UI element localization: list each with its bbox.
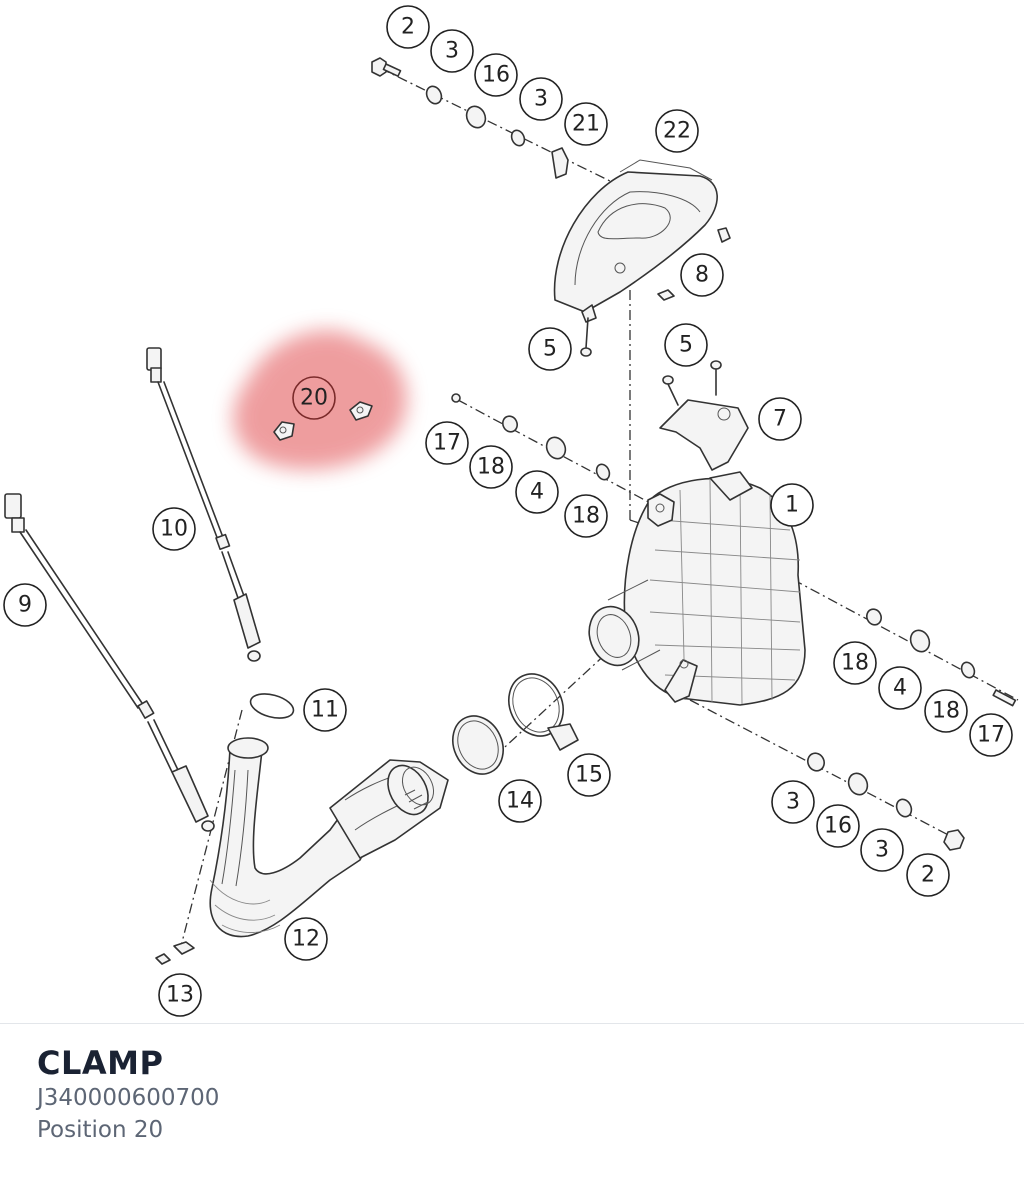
callout-label: 3 (875, 838, 889, 863)
exhaust-pipe-12 (209, 737, 449, 938)
callout-label: 8 (695, 263, 709, 288)
callout-label: 5 (679, 333, 693, 358)
lambda-sensor-9 (4, 493, 215, 832)
callout-label: 7 (773, 407, 787, 432)
callout-label: 4 (530, 480, 544, 505)
screw-5-left (580, 317, 592, 357)
top-bolt-set (371, 57, 569, 179)
callout-22: 22 (655, 109, 699, 153)
callout-18: 18 (469, 445, 513, 489)
part-number: J340000600700 (37, 1085, 220, 1111)
clip-8-lower (657, 289, 675, 301)
callout-14: 14 (498, 779, 542, 823)
callout-label: 17 (433, 431, 461, 456)
callout-label: 2 (921, 863, 935, 888)
callout-20: 20 (292, 376, 336, 420)
clip-8-upper (717, 227, 731, 243)
callout-2: 2 (386, 5, 430, 49)
callout-label: 18 (841, 651, 869, 676)
callout-label: 16 (824, 814, 852, 839)
lower-right-bolt-set (807, 752, 965, 851)
bracket-7 (659, 399, 749, 471)
callout-label: 5 (543, 337, 557, 362)
callout-5: 5 (664, 323, 708, 367)
callout-label: 1 (785, 493, 799, 518)
callout-label: 17 (977, 723, 1005, 748)
callout-11: 11 (303, 688, 347, 732)
callout-label: 4 (893, 676, 907, 701)
clip-20-right (349, 401, 373, 421)
callout-label: 2 (401, 15, 415, 40)
sleeve-14 (452, 715, 504, 775)
divider (0, 1023, 1024, 1024)
callout-label: 12 (292, 927, 320, 952)
clip-13-left (155, 953, 171, 965)
part-position: Position 20 (37, 1117, 164, 1143)
callout-label: 3 (445, 39, 459, 64)
screw-5-right (662, 360, 722, 406)
callout-8: 8 (680, 253, 724, 297)
callout-3: 3 (771, 780, 815, 824)
callout-4: 4 (515, 470, 559, 514)
callout-18: 18 (833, 641, 877, 685)
heat-shield (553, 159, 718, 323)
callout-3: 3 (519, 77, 563, 121)
callout-label: 18 (477, 455, 505, 480)
callout-16: 16 (474, 53, 518, 97)
callout-3: 3 (430, 29, 474, 73)
right-bolt-set (866, 608, 1017, 707)
callout-15: 15 (567, 753, 611, 797)
callout-label: 10 (160, 517, 188, 542)
callout-label: 3 (786, 790, 800, 815)
callout-label: 18 (572, 504, 600, 529)
middle-bolt-set (451, 393, 611, 481)
callout-label: 20 (300, 386, 328, 411)
part-name: CLAMP (37, 1044, 164, 1082)
callout-17: 17 (969, 713, 1013, 757)
part-info-panel: CLAMP J340000600700 Position 20 (37, 1044, 219, 1146)
callout-label: 9 (18, 593, 32, 618)
callout-label: 13 (166, 983, 194, 1008)
callout-18: 18 (564, 494, 608, 538)
callout-3: 3 (860, 828, 904, 872)
callout-13: 13 (158, 973, 202, 1017)
callout-17: 17 (425, 421, 469, 465)
callout-label: 15 (575, 763, 603, 788)
callout-label: 3 (534, 87, 548, 112)
lambda-sensor-10 (146, 347, 261, 662)
callout-label: 21 (572, 112, 600, 137)
clamp-15 (508, 673, 579, 751)
callout-16: 16 (816, 804, 860, 848)
callout-label: 16 (482, 63, 510, 88)
callout-5: 5 (528, 327, 572, 371)
exploded-parts-diagram: 2 3 16 3 21 22 8 5 5 7 20 17 18 4 18 1 10 9 11 18 4 18 17 15 14 3… (3, 5, 1019, 1017)
callout-label: 18 (932, 699, 960, 724)
gasket-ring-11 (249, 693, 295, 719)
callout-12: 12 (284, 917, 328, 961)
callout-label: 11 (311, 698, 339, 723)
clip-20-left (273, 421, 295, 441)
clip-13-right (173, 941, 195, 955)
callout-10: 10 (152, 507, 196, 551)
callout-1: 1 (770, 483, 814, 527)
catalytic-converter (588, 471, 806, 706)
callout-label: 22 (663, 119, 691, 144)
callout-label: 14 (506, 789, 534, 814)
callout-2: 2 (906, 853, 950, 897)
callout-4: 4 (878, 666, 922, 710)
callout-7: 7 (758, 397, 802, 441)
callout-21: 21 (564, 102, 608, 146)
position-callouts: 2 3 16 3 21 22 8 5 5 7 20 17 18 4 18 1 10 9 11 18 4 18 17 15 14 3… (3, 5, 1013, 1017)
callout-18: 18 (924, 689, 968, 733)
callout-9: 9 (3, 583, 47, 627)
